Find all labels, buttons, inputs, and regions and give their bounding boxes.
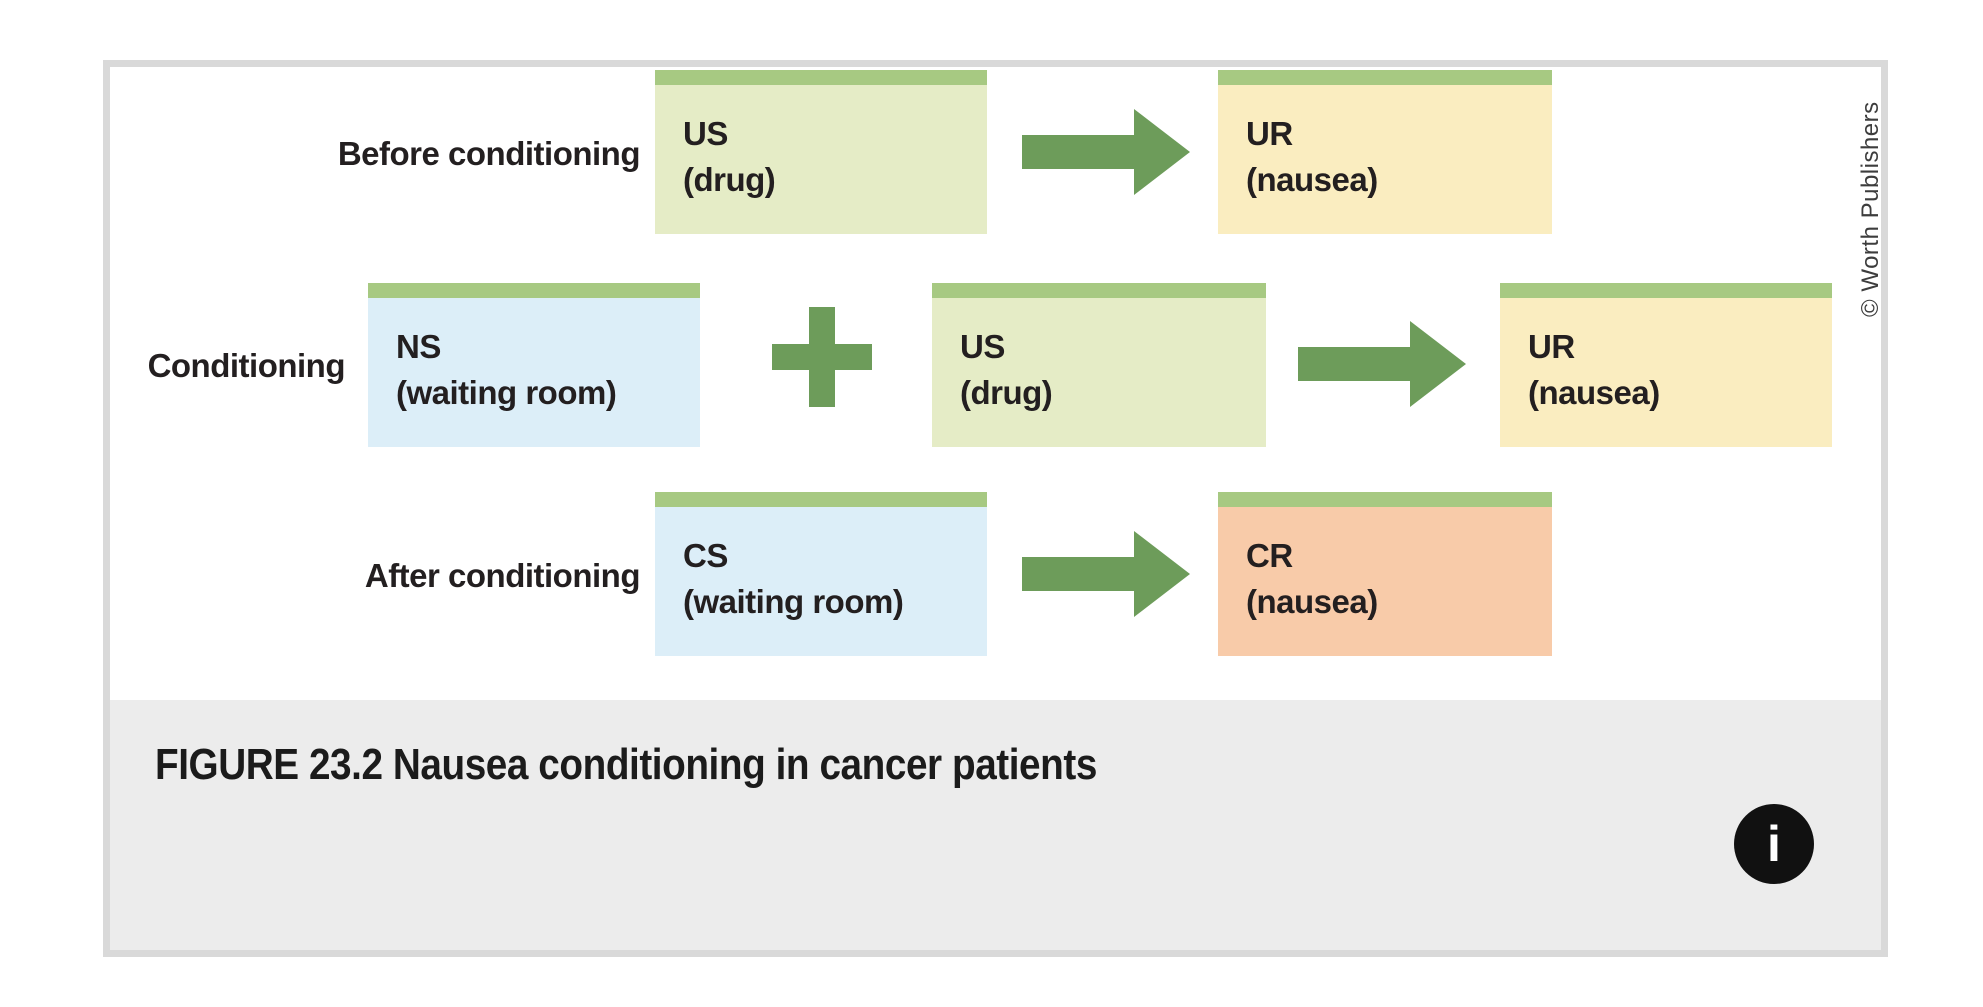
box-top-bar <box>1500 283 1832 298</box>
row-label-before-conditioning: Before conditioning <box>337 135 641 172</box>
caption-area: FIGURE 23.2 Nausea conditioning in cance… <box>110 700 1881 950</box>
box-top-bar <box>368 283 700 298</box>
stimulus-box-us-before: US (drug) <box>655 70 987 234</box>
info-icon[interactable]: i <box>1734 804 1814 884</box>
box-top-bar <box>932 283 1266 298</box>
box-abbr: NS <box>396 328 441 365</box>
stimulus-box-us-during: US (drug) <box>932 283 1266 447</box>
response-box-ur-before: UR (nausea) <box>1218 70 1552 234</box>
response-box-cr: CR (nausea) <box>1218 492 1552 656</box>
arrow-right-icon <box>1022 531 1190 617</box>
box-abbr: UR <box>1528 328 1575 365</box>
box-top-bar <box>1218 70 1552 85</box>
row-label-after-conditioning: After conditioning <box>364 557 641 594</box>
stimulus-box-ns: NS (waiting room) <box>368 283 700 447</box>
box-abbr: CR <box>1246 537 1293 574</box>
box-desc: (waiting room) <box>396 374 617 411</box>
box-top-bar <box>655 492 987 507</box>
figure-caption: FIGURE 23.2 Nausea conditioning in cance… <box>155 740 1097 789</box>
box-desc: (drug) <box>683 161 776 198</box>
box-abbr: US <box>683 115 728 152</box>
conditioning-diagram: Before conditioning US (drug) UR (nausea… <box>110 67 1884 700</box>
box-top-bar <box>1218 492 1552 507</box>
box-abbr: US <box>960 328 1005 365</box>
box-desc: (nausea) <box>1528 374 1660 411</box>
publisher-credit: © Worth Publishers <box>1857 101 1884 317</box>
box-desc: (drug) <box>960 374 1053 411</box>
box-top-bar <box>655 70 987 85</box>
response-box-ur-during: UR (nausea) <box>1500 283 1832 447</box>
box-abbr: UR <box>1246 115 1293 152</box>
box-desc: (waiting room) <box>683 583 904 620</box>
row-label-conditioning: Conditioning <box>147 347 346 384</box>
box-desc: (nausea) <box>1246 161 1378 198</box>
stimulus-box-cs: CS (waiting room) <box>655 492 987 656</box>
box-desc: (nausea) <box>1246 583 1378 620</box>
figure-card: Before conditioning US (drug) UR (nausea… <box>103 60 1888 957</box>
arrow-right-icon <box>1022 109 1190 195</box>
arrow-right-icon <box>1298 321 1466 407</box>
plus-icon <box>772 307 872 407</box>
box-abbr: CS <box>683 537 728 574</box>
